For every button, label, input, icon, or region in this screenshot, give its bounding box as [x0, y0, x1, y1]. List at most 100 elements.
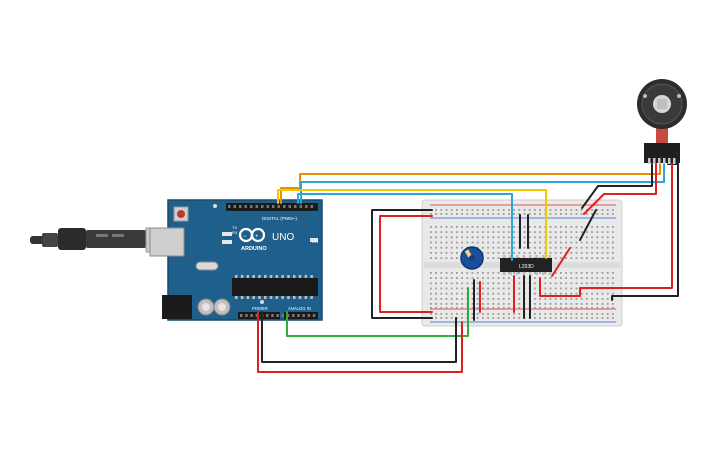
breadboard-hole	[560, 241, 562, 244]
breadboard-hole	[591, 272, 593, 274]
breadboard-hole	[513, 246, 515, 249]
ic-pin	[548, 272, 551, 275]
breadboard-hole	[502, 307, 505, 309]
breadboard-hole	[492, 282, 495, 285]
breadboard-hole	[471, 303, 474, 305]
breadboard-hole	[565, 317, 567, 319]
breadboard-hole	[539, 303, 541, 305]
chip-pin	[269, 275, 273, 278]
arduino-uno-board[interactable]: − + ARDUINO UNO DIGITAL (PWM~) ANALOG IN…	[149, 199, 323, 321]
chip-pin	[293, 296, 296, 299]
breadboard-hole	[528, 209, 531, 211]
breadboard-hole	[560, 272, 562, 274]
ic-pin	[509, 255, 512, 258]
breadboard-hole	[430, 226, 432, 228]
breadboard-hole	[591, 282, 593, 285]
breadboard-hole	[461, 241, 463, 244]
breadboard-hole	[440, 292, 443, 295]
breadboard-hole	[570, 303, 573, 305]
breadboard-hole	[570, 313, 573, 315]
breadboard-hole	[612, 246, 614, 249]
breadboard-hole	[487, 287, 489, 290]
breadboard-hole	[508, 317, 510, 319]
breadboard-hole	[601, 241, 604, 244]
breadboard-hole	[476, 292, 479, 295]
breadboard-hole	[497, 303, 500, 305]
breadboard-hole	[492, 272, 495, 274]
breadboard-hole	[456, 313, 458, 315]
breadboard-hole	[534, 298, 536, 300]
breadboard-hole	[560, 282, 562, 285]
breadboard-hole	[580, 209, 583, 211]
breadboard-hole	[539, 236, 541, 239]
chip-pin	[287, 275, 290, 278]
breadboard-hole	[445, 209, 448, 211]
breadboard-hole	[430, 272, 432, 274]
breadboard-hole	[513, 236, 515, 239]
breadboard-hole	[575, 257, 578, 259]
analog-header[interactable]	[284, 312, 318, 319]
breadboard-hole	[612, 292, 614, 295]
breadboard-hole	[565, 257, 567, 259]
breadboard-hole	[450, 307, 453, 309]
breadboard-hole	[586, 272, 588, 274]
breadboard-hole	[518, 292, 521, 295]
chip-pin	[252, 296, 255, 299]
breadboard-hole	[544, 298, 547, 300]
breadboard-hole	[430, 252, 432, 254]
breadboard-hole	[539, 209, 541, 211]
breadboard-hole	[461, 277, 463, 279]
breadboard-hole	[570, 213, 573, 215]
breadboard-hole	[606, 241, 609, 244]
connector-pin	[648, 158, 651, 164]
breadboard-hole	[570, 282, 573, 285]
breadboard-hole	[487, 303, 489, 305]
chip-pin	[275, 275, 279, 278]
breadboard-hole	[606, 236, 609, 239]
breadboard-hole	[596, 246, 599, 249]
potentiometer[interactable]	[460, 246, 484, 270]
breadboard-hole	[612, 272, 614, 274]
breadboard-hole	[440, 287, 443, 290]
breadboard-hole	[456, 277, 458, 279]
header-pin	[297, 314, 300, 317]
breadboard-hole	[456, 272, 458, 274]
breadboard-hole	[528, 241, 531, 244]
breadboard-hole	[435, 313, 437, 315]
breadboard-hole	[430, 282, 432, 285]
breadboard-hole	[445, 287, 448, 290]
breadboard-hole	[554, 317, 557, 319]
breadboard-hole	[554, 277, 557, 279]
breadboard-hole	[497, 292, 500, 295]
reset-button-cap[interactable]	[177, 210, 185, 218]
breadboard-hole	[430, 246, 432, 249]
breadboard-hole	[601, 231, 604, 233]
breadboard-hole	[513, 241, 515, 244]
breadboard-hole	[565, 272, 567, 274]
breadboard-hole	[575, 277, 578, 279]
breadboard-hole	[534, 252, 536, 254]
dc-motor-encoder-icon[interactable]	[637, 79, 687, 164]
breadboard-hole	[440, 282, 443, 285]
breadboard-hole	[549, 231, 552, 233]
breadboard-hole	[487, 282, 489, 285]
breadboard-hole	[492, 252, 495, 254]
breadboard-hole	[580, 292, 583, 295]
breadboard-hole	[560, 287, 562, 290]
breadboard-hole	[560, 317, 562, 319]
breadboard-hole	[596, 307, 599, 309]
breadboard-hole	[534, 241, 536, 244]
chip-pin	[246, 296, 250, 299]
breadboard-hole	[430, 307, 432, 309]
motor-driver-ic[interactable]: L293D	[500, 255, 552, 275]
breadboard-hole	[461, 292, 463, 295]
breadboard-hole	[534, 313, 536, 315]
chip-pin	[246, 275, 250, 278]
breadboard-hole	[580, 277, 583, 279]
breadboard-hole	[560, 209, 562, 211]
breadboard-hole	[534, 307, 536, 309]
wire-yellow	[277, 189, 547, 259]
breadboard-hole	[497, 257, 500, 259]
breadboard-hole	[430, 303, 432, 305]
breadboard-hole	[554, 292, 557, 295]
